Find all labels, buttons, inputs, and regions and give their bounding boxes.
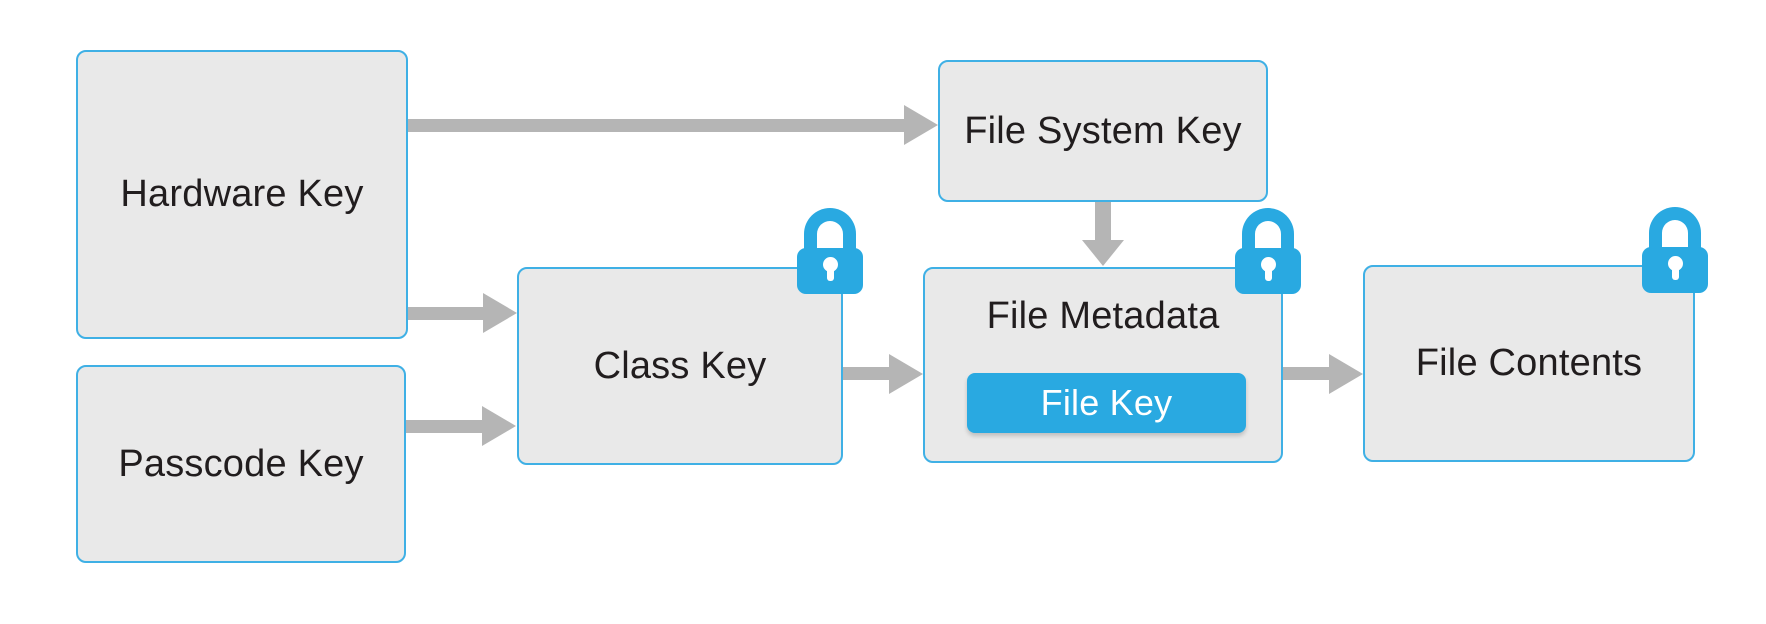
lock-body <box>1235 248 1301 294</box>
arrow-head <box>482 406 516 446</box>
arrow-shaft <box>406 420 482 433</box>
node-hardware-key-label: Hardware Key <box>120 173 364 215</box>
lock-icon <box>797 208 863 294</box>
lock-shackle <box>1242 208 1294 254</box>
node-file-contents-label: File Contents <box>1415 342 1643 384</box>
arrow-shaft <box>408 307 483 320</box>
node-file-system-key-label: File System Key <box>964 109 1242 152</box>
arrow-head <box>889 354 923 394</box>
node-passcode-key-label: Passcode Key <box>118 442 364 485</box>
node-class-key: Class Key <box>517 267 843 465</box>
node-file-metadata: File Metadata File Key <box>923 267 1283 463</box>
keyhole <box>1667 256 1683 280</box>
lock-icon <box>1235 208 1301 294</box>
keyhole <box>1260 257 1276 281</box>
node-file-metadata-label: File Metadata <box>986 295 1220 337</box>
arrow-shaft <box>1095 202 1111 240</box>
lock-body <box>797 248 863 294</box>
node-file-key: File Key <box>967 373 1246 433</box>
node-file-contents: File Contents <box>1363 265 1695 462</box>
arrow-head <box>483 293 517 333</box>
arrow-shaft <box>1283 367 1329 380</box>
node-file-key-label: File Key <box>1040 382 1173 423</box>
node-hardware-key: Hardware Key <box>76 50 408 339</box>
node-file-system-key: File System Key <box>938 60 1268 202</box>
node-passcode-key: Passcode Key <box>76 365 406 563</box>
arrow-head <box>904 105 938 145</box>
arrow-head <box>1329 354 1363 394</box>
arrow-shaft <box>843 367 889 380</box>
arrow-head <box>1082 240 1124 266</box>
lock-icon <box>1642 207 1708 293</box>
keyhole <box>822 257 838 281</box>
node-class-key-label: Class Key <box>593 344 767 387</box>
lock-body <box>1642 247 1708 293</box>
arrow-shaft <box>408 119 904 132</box>
